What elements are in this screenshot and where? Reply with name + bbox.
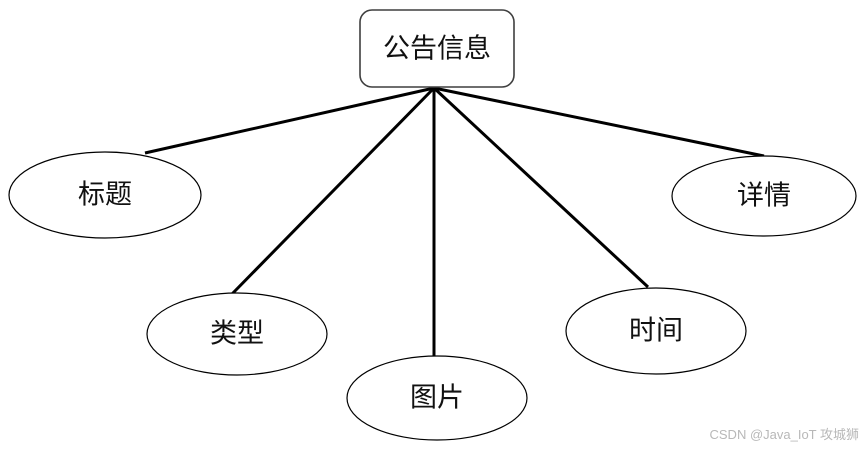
attribute-time-label: 时间 [629, 316, 683, 347]
connector-details [433, 86, 765, 158]
connector-time [432, 86, 650, 289]
attribute-details-label: 详情 [737, 181, 791, 212]
attribute-image-ellipse [346, 355, 528, 441]
entity-node: 公告信息 [359, 9, 515, 88]
attribute-type: 类型 [146, 292, 328, 376]
attribute-details: 详情 [671, 155, 857, 237]
connectors [144, 86, 765, 357]
attribute-details-ellipse [671, 155, 857, 237]
attribute-image: 图片 [346, 355, 528, 441]
attribute-type-ellipse [146, 292, 328, 376]
attribute-time: 时间 [565, 287, 747, 375]
entity-box [359, 9, 515, 88]
attribute-title-ellipse [8, 151, 202, 239]
attribute-title: 标题 [8, 151, 202, 239]
entity-label: 公告信息 [383, 34, 491, 65]
connector-title [144, 86, 435, 155]
attribute-image-label: 图片 [410, 383, 464, 414]
connector-type [230, 86, 436, 296]
attribute-type-label: 类型 [210, 319, 264, 350]
attribute-title-label: 标题 [78, 180, 132, 211]
attribute-time-ellipse [565, 287, 747, 375]
watermark-text: CSDN @Java_IoT 攻城狮 [709, 427, 860, 442]
